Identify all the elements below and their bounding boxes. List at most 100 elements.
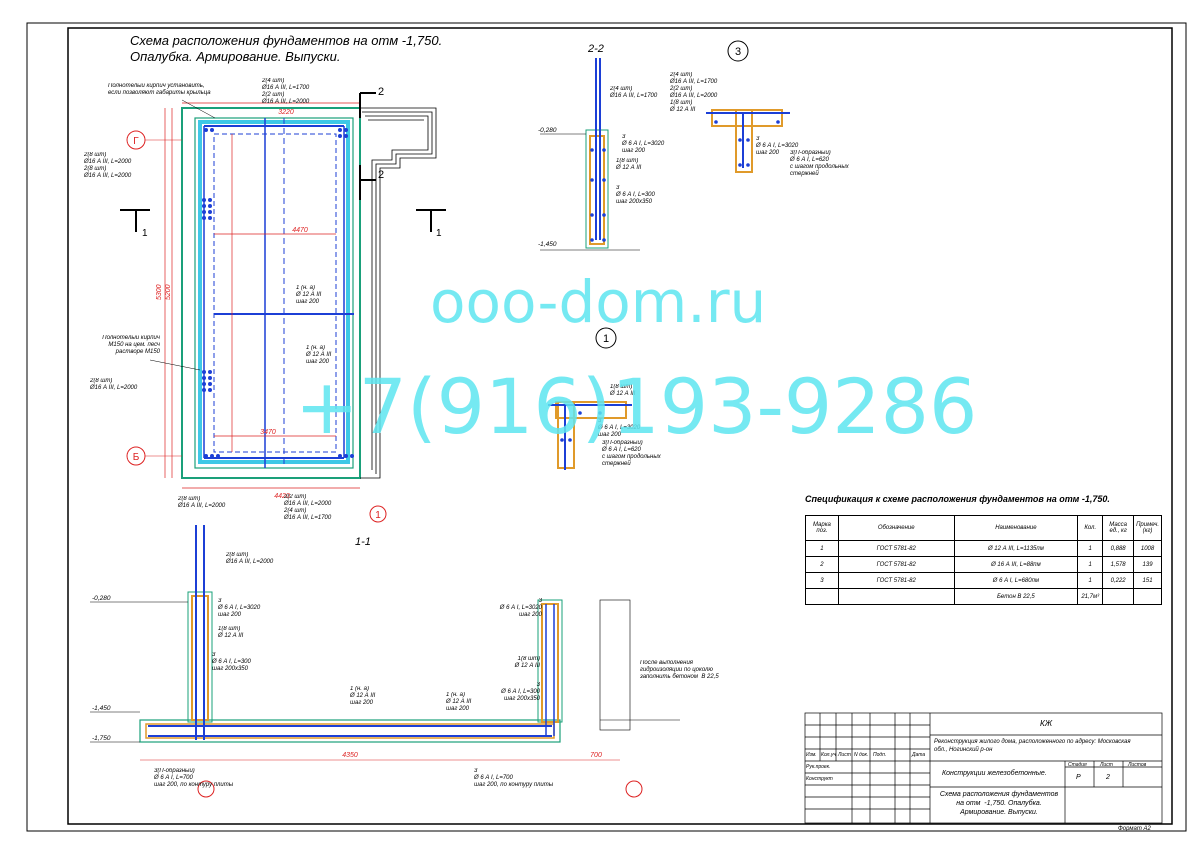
spec-cell: 1 — [1077, 572, 1104, 589]
spec-table: Марка поз. Обозначение Наименование Кол.… — [805, 515, 1162, 605]
spec-cell: 139 — [1133, 556, 1162, 573]
label-node1-bars: 1(8 шт) Ø 12 А III — [610, 384, 636, 397]
tb-project: Реконструкция жилого дома, расположенног… — [934, 739, 1131, 753]
spec-col-name: Наименование — [953, 515, 1079, 541]
spec-cell: 151 — [1133, 572, 1162, 589]
axis-bubble-11-left — [197, 780, 215, 798]
spec-cell — [1133, 588, 1162, 605]
tb-list: 2 — [1106, 774, 1110, 781]
tb-stadiya: Р — [1076, 774, 1081, 781]
label-mesh-1: 1 (н. а) Ø 12 А III шаг 200 — [296, 285, 322, 305]
section-11-label: 1-1 — [355, 536, 371, 548]
label-11-stirrup-right: 3 Ø 6 А I, L=3020 шаг 200 — [499, 598, 542, 618]
spec-col-mass: Масса ед., кг — [1102, 515, 1135, 541]
spec-cell: ГОСТ 5781-82 — [837, 556, 955, 573]
section11-level-mid: -1,450 — [92, 705, 111, 712]
label-mesh-2: 1 (н. а) Ø 12 А III шаг 200 — [306, 345, 332, 365]
axis-label-b: Б — [133, 452, 140, 463]
dim-inner-width: 4470 — [292, 227, 308, 234]
label-11-stirrup2-right: 3 Ø 6 А I, L=300 шаг 200х350 — [501, 682, 540, 702]
label-11-mesh-a: 1 (н. а) Ø 12 А III шаг 200 — [350, 686, 376, 706]
tb-h-list: Лист — [838, 752, 851, 758]
slab-outline — [139, 719, 561, 743]
spec-cell — [1102, 588, 1135, 605]
label-11-mesh-b: 1 (н. а) Ø 12 А III шаг 200 — [446, 692, 472, 712]
dim-slab-length: 4350 — [342, 752, 358, 759]
spec-cell: 1 — [1077, 540, 1104, 557]
spec-cell: 1 — [1077, 556, 1104, 573]
note-11-waterproof: После выполнения гидроизоляции по цоколю… — [640, 660, 719, 680]
node1-bubble — [595, 327, 617, 349]
section-2-2: 2-2 -0,280 -1,450 — [538, 43, 640, 251]
spec-cell — [837, 588, 955, 605]
note-frame-kirpich: Полнотелый кирпич установить, если позво… — [108, 83, 211, 96]
tb-h-listov: Листов — [1128, 762, 1147, 768]
tb-code: КЖ — [1040, 719, 1053, 728]
node-3: 3 — [706, 40, 790, 173]
label-bars-bottom: 2(8 шт) Ø16 А III, L=2000 — [178, 496, 226, 509]
tb-h-podp: Подп. — [873, 752, 887, 758]
spec-cell: 3 — [805, 572, 839, 589]
plan-outline-inner — [194, 117, 354, 469]
label-bars-bottomright: 2(2 шт) Ø16 А III, L=2000 2(4 шт) Ø16 А … — [284, 494, 332, 521]
label-11-pshape-left: 3(П-образный) Ø 6 А I, L=700 шаг 200, по… — [154, 768, 234, 788]
section22-level-bottom: -1,450 — [538, 241, 557, 248]
label-11-pshape-right: 3 Ø 6 А I, L=700 шаг 200, по контуру пли… — [474, 768, 554, 788]
outer-border — [26, 22, 1187, 832]
label-11-stirrup2-left: 3 Ø 6 А I, L=300 шаг 200х350 — [212, 652, 251, 672]
watermark-site: ooo-dom.ru — [430, 268, 767, 336]
foundation-plan: 4420 4470 3470 3220 5300 5200 Г Б 1 1 1 … — [120, 86, 446, 523]
spec-col-note: Примеч. (кг) — [1133, 515, 1162, 541]
spec-cell: Ø 6 А I, L=680пм — [953, 572, 1079, 589]
spec-cell — [805, 588, 839, 605]
spec-cell: ГОСТ 5781-82 — [837, 572, 955, 589]
label-11-long-left: 1(8 шт) Ø 12 А III — [218, 626, 244, 639]
label-bars-left: 2(8 шт) Ø16 А III, L=2000 — [90, 378, 138, 391]
plan-slab-edge — [213, 133, 337, 453]
axis-label-g: Г — [133, 136, 139, 147]
cut-mark-left: 1 — [142, 228, 148, 239]
axis-label-1: 1 — [375, 510, 381, 521]
node1-label: 1 — [603, 333, 609, 345]
tb-h-konstr: Конструкт — [806, 776, 833, 782]
dim-inner-width-2: 3470 — [260, 429, 276, 436]
node-1: 1 — [548, 327, 632, 470]
spec-cell: Ø 16 А III, L=88пм — [953, 556, 1079, 573]
inner-frame — [67, 27, 1173, 825]
dim-height: 5300 — [156, 284, 163, 300]
node3-bubble — [727, 40, 749, 62]
tb-h-data: Дата — [912, 752, 926, 758]
format-label: Формат А2 — [1118, 826, 1151, 832]
watermark-phone: +7(916)193-9286 — [295, 362, 978, 451]
label-node1-stirrup: 3 Ø 6 А I, L=3020 шаг 200 — [598, 418, 641, 438]
spec-col-designation: Обозначение — [837, 515, 955, 541]
section22-level-top: -0,280 — [538, 127, 557, 134]
label-22-bars: 2(4 шт) Ø16 А III, L=1700 — [610, 86, 658, 99]
axis-bubble-11-right — [625, 780, 643, 798]
dim-700: 700 — [590, 752, 602, 759]
spec-cell: 21,7м³ — [1077, 588, 1104, 605]
spec-cell: Ø 12 А III, L=1135пм — [953, 540, 1079, 557]
tb-h-rukproj: Рук.проек. — [806, 764, 831, 770]
spec-cell: Бетон В 22,5 — [953, 588, 1079, 605]
tb-h-izm: Изм. — [806, 752, 817, 758]
label-22-long: 1(8 шт) Ø 12 А III — [616, 158, 642, 171]
spec-col-qty: Кол. — [1077, 515, 1104, 541]
label-node3-stirrup: 3 Ø 6 А I, L=3020 шаг 200 — [756, 136, 799, 156]
node3-label: 3 — [735, 46, 741, 58]
tb-h-ndok: N док. — [854, 752, 869, 758]
label-bars-top: 2(4 шт) Ø16 А III, L=1700 2(2 шт) Ø16 А … — [262, 78, 310, 105]
spec-header-row: Марка поз. Обозначение Наименование Кол.… — [805, 515, 1162, 541]
label-node3-bars: 2(4 шт) Ø16 А III, L=1700 2(2 шт) Ø16 А … — [670, 72, 718, 112]
dim-top: 3220 — [278, 109, 294, 116]
plan-wall-band — [198, 120, 350, 464]
section11-level-bottom: -1,750 — [92, 735, 111, 742]
spec-cell: 0,222 — [1102, 572, 1135, 589]
cut-mark-2-top: 2 — [378, 86, 384, 98]
tb-h-list2: Лист — [1100, 762, 1113, 768]
dim-overall-width: 4420 — [274, 493, 290, 500]
